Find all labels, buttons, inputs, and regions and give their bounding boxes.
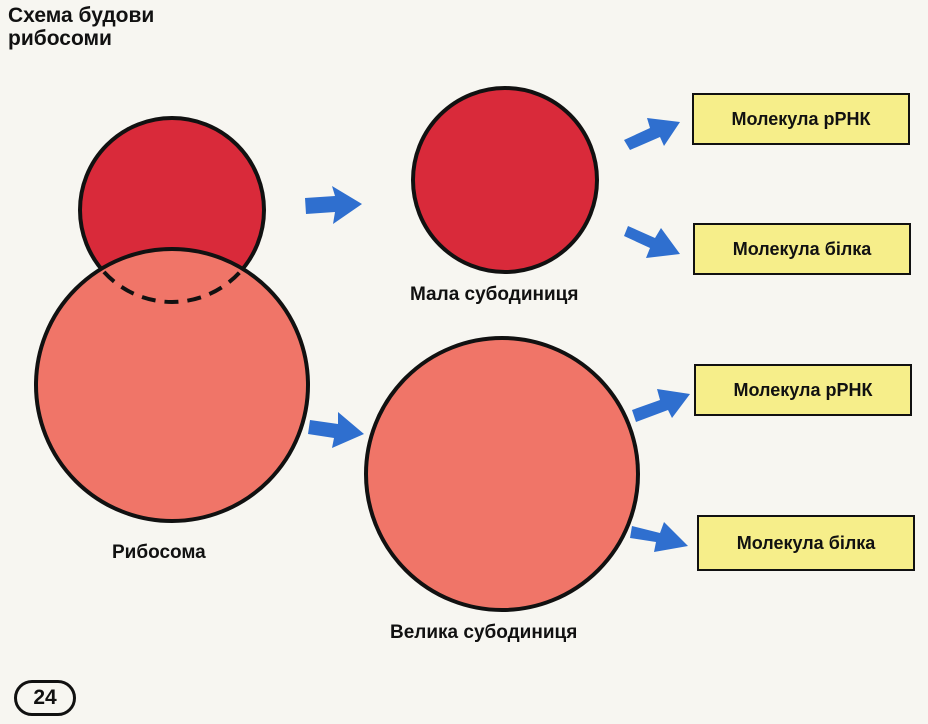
large-subunit-label: Велика субодиниця	[390, 622, 578, 643]
ribosome-large-subunit	[34, 247, 310, 523]
title-line-1: Схема будови	[8, 4, 155, 27]
large-subunit-circle	[364, 336, 640, 612]
large-rrna-box: Молекула рРНК	[694, 364, 912, 416]
small-rrna-box: Молекула рРНК	[692, 93, 910, 145]
title-line-2: рибосоми	[8, 27, 112, 50]
large-protein-box: Молекула білка	[697, 515, 915, 571]
arrow-to-large-subunit-icon	[308, 412, 364, 448]
diagram-title: Схема будови рибосоми	[8, 4, 268, 50]
ribosome-overlap-dashed-outline	[78, 251, 266, 304]
small-subunit-label: Мала субодиниця	[410, 284, 579, 305]
page-number: 24	[33, 686, 57, 709]
arrow-large-to-protein-icon	[630, 522, 688, 552]
page-number-badge: 24	[14, 680, 76, 716]
arrow-to-small-subunit-icon	[305, 186, 362, 224]
ribosome-label: Рибосома	[112, 542, 206, 563]
small-protein-box: Молекула білка	[693, 223, 911, 275]
arrow-small-to-rrna-icon	[624, 118, 680, 150]
small-subunit-circle	[411, 86, 599, 274]
arrow-small-to-protein-icon	[624, 226, 680, 258]
arrow-large-to-rrna-icon	[632, 389, 690, 422]
